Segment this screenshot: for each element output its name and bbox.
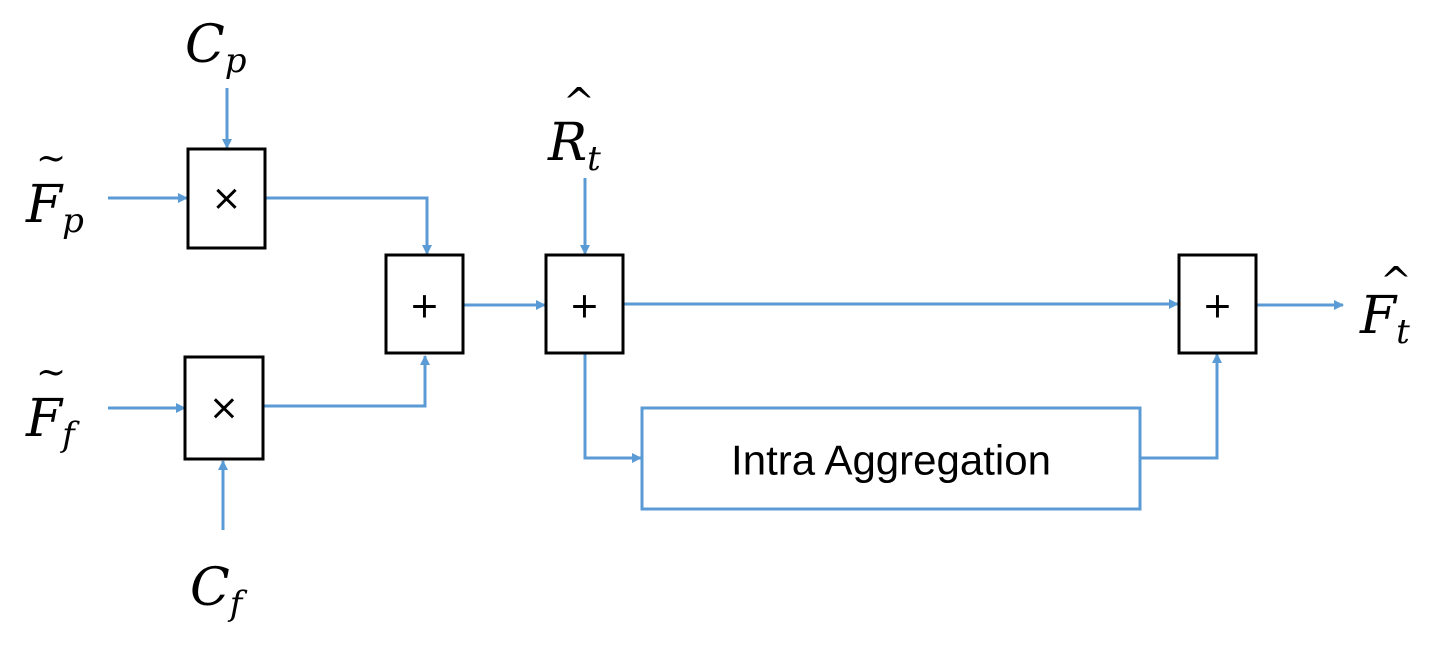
svg-text:Cf: Cf <box>190 558 248 624</box>
label-rt: ^ Rt <box>547 80 601 179</box>
wire-aggregation-to-add3 <box>1140 353 1222 460</box>
label-cp-sub: p <box>225 41 247 81</box>
label-rt-sub: t <box>587 139 601 179</box>
intra-aggregation-label: Intra Aggregation <box>731 437 1051 484</box>
svg-text:Cp: Cp <box>185 15 247 81</box>
label-cf-base: C <box>190 558 230 618</box>
multiply-symbol: × <box>209 388 239 429</box>
svg-text:Ff: Ff <box>25 389 80 455</box>
add-node-1: + <box>384 253 465 355</box>
plus-symbol: + <box>1202 286 1232 327</box>
add-node-3: + <box>1177 253 1258 355</box>
svg-text:Ft: Ft <box>1359 286 1410 352</box>
label-ft-accent: ^ <box>1380 259 1412 303</box>
label-fp: ~ Fp <box>25 138 84 241</box>
multiply-symbol: × <box>211 178 241 219</box>
label-cf: Cf <box>190 558 248 624</box>
plus-symbol: + <box>409 286 439 327</box>
plus-symbol: + <box>569 286 599 327</box>
label-cp: Cp <box>185 15 247 81</box>
wire-mult-top-to-add1 <box>265 196 432 255</box>
wire-mult-bottom-to-add1 <box>263 355 430 408</box>
label-ff-accent: ~ <box>36 352 66 393</box>
add-node-2: + <box>544 253 625 355</box>
svg-text:Rt: Rt <box>547 113 601 179</box>
label-cp-base: C <box>185 15 225 75</box>
label-fp-sub: p <box>62 201 84 241</box>
wire-add2-to-aggregation <box>583 354 642 463</box>
label-ff: ~ Ff <box>25 352 80 455</box>
intra-aggregation-block: Intra Aggregation <box>640 406 1142 511</box>
label-ff-sub: f <box>59 415 80 455</box>
label-ft: ^ Ft <box>1359 259 1412 352</box>
label-rt-base: R <box>547 113 587 173</box>
label-rt-accent: ^ <box>563 80 595 124</box>
label-cf-sub: f <box>227 584 248 624</box>
label-fp-accent: ~ <box>36 138 66 179</box>
label-ft-base: F <box>1359 286 1398 346</box>
svg-text:Fp: Fp <box>25 175 84 241</box>
label-fp-base: F <box>25 175 64 235</box>
multiply-node-bottom: × <box>183 355 265 461</box>
label-ft-sub: t <box>1396 312 1410 352</box>
multiply-node-top: × <box>186 147 267 250</box>
label-ff-base: F <box>25 389 64 449</box>
